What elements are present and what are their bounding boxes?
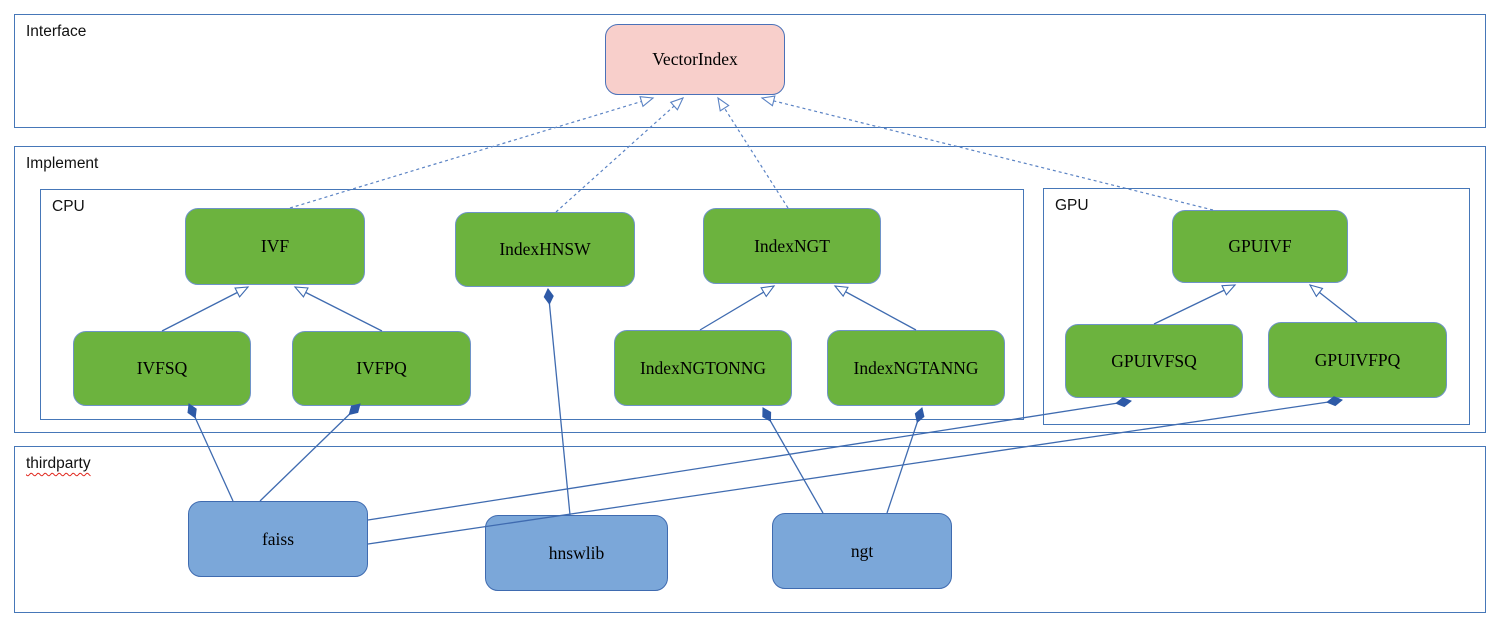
container-thirdparty-label: thirdparty	[26, 455, 91, 472]
node-indexngtonng[interactable]: IndexNGTONNG	[614, 330, 792, 406]
node-hnswlib[interactable]: hnswlib	[485, 515, 668, 591]
node-gpuivf-label: GPUIVF	[1228, 236, 1292, 256]
node-ngt-label: ngt	[850, 540, 874, 561]
node-gpuivfpq[interactable]: GPUIVFPQ	[1268, 322, 1447, 398]
node-ivfsq-label: IVFSQ	[136, 358, 188, 378]
node-vectorindex[interactable]: VectorIndex	[605, 24, 785, 95]
node-ivf[interactable]: IVF	[185, 208, 365, 285]
node-indexngt[interactable]: IndexNGT	[703, 208, 881, 284]
node-indexngtanng[interactable]: IndexNGTANNG	[827, 330, 1005, 406]
container-gpu-label: GPU	[1055, 197, 1089, 214]
node-faiss-label: faiss	[261, 528, 295, 549]
node-gpuivfsq[interactable]: GPUIVFSQ	[1065, 324, 1243, 398]
node-faiss[interactable]: faiss	[188, 501, 368, 577]
node-hnswlib-label: hnswlib	[548, 542, 605, 563]
node-indexngtanng-label: IndexNGTANNG	[853, 357, 979, 378]
node-ivf-label: IVF	[260, 236, 290, 256]
node-ivfpq[interactable]: IVFPQ	[292, 331, 471, 406]
node-ngt[interactable]: ngt	[772, 513, 952, 589]
node-ivfpq-label: IVFPQ	[356, 358, 407, 378]
node-ivfsq[interactable]: IVFSQ	[73, 331, 251, 406]
node-indexngtonng-label: IndexNGTONNG	[639, 357, 767, 378]
node-gpuivfpq-label: GPUIVFPQ	[1314, 349, 1401, 370]
node-indexngt-label: IndexNGT	[754, 235, 830, 256]
node-indexhnsw-label: IndexHNSW	[499, 239, 591, 259]
node-indexhnsw[interactable]: IndexHNSW	[455, 212, 635, 287]
node-vectorindex-label: VectorIndex	[652, 49, 738, 69]
node-gpuivfsq-label: GPUIVFSQ	[1111, 350, 1197, 371]
container-interface-label: Interface	[26, 23, 87, 40]
container-cpu-label: CPU	[52, 198, 85, 215]
node-gpuivf[interactable]: GPUIVF	[1172, 210, 1348, 283]
container-implement-label: Implement	[26, 155, 99, 172]
